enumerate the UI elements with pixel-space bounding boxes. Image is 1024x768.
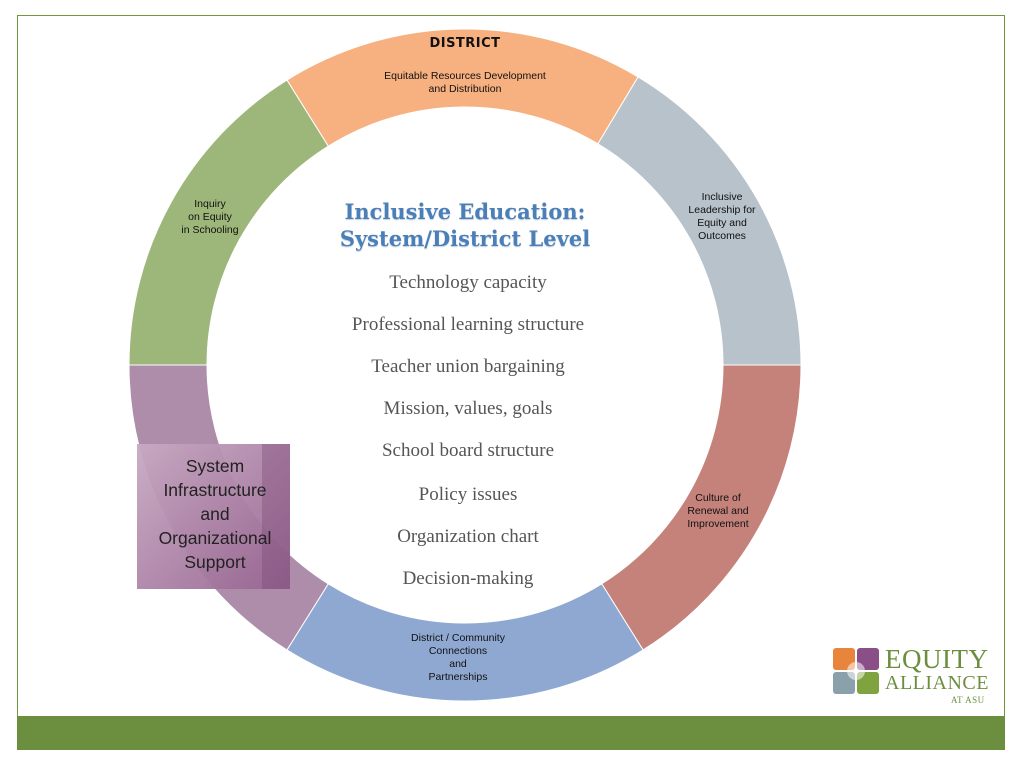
center-item-org-chart: Organization chart (397, 526, 539, 547)
segment-label-community: District / Community Connections and Par… (411, 632, 505, 683)
infrastructure-callout-box (137, 444, 290, 589)
logo-squares-icon (833, 648, 879, 694)
district-title: DISTRICT (429, 36, 501, 51)
callout-stripe (262, 444, 290, 589)
center-item-policy: Policy issues (418, 484, 518, 505)
segment-label-resources: Equitable Resources Development and Dist… (384, 70, 546, 95)
footer-bar (17, 716, 1005, 750)
center-item-decision-making: Decision-making (402, 568, 534, 589)
segment-label-inquiry: Inquiry on Equity in Schooling (181, 198, 239, 236)
logo-word-alliance: ALLIANCE (885, 672, 989, 694)
segment-label-culture: Culture of Renewal and Improvement (687, 492, 749, 530)
center-title-line1: Inclusive Education: (344, 199, 586, 224)
segment-label-infrastructure: System Infrastructure and Organizational… (158, 456, 272, 572)
equity-alliance-logo: EQUITY ALLIANCE AT ASU (833, 644, 1003, 708)
logo-word-equity: EQUITY (885, 644, 989, 674)
center-item-mission: Mission, values, goals (383, 398, 553, 419)
ring-segment-inquiry (128, 79, 329, 366)
center-item-professional-learning: Professional learning structure (351, 314, 585, 335)
segment-label-leadership: Inclusive Leadership for Equity and Outc… (688, 191, 756, 242)
center-item-union-bargaining: Teacher union bargaining (371, 356, 565, 377)
center-title-line2: System/District Level (339, 226, 591, 251)
center-item-technology: Technology capacity (389, 272, 547, 293)
logo-word-at-asu: AT ASU (951, 695, 985, 705)
center-item-school-board: School board structure (381, 440, 554, 461)
center-title: Inclusive Education: System/District Lev… (300, 198, 630, 252)
